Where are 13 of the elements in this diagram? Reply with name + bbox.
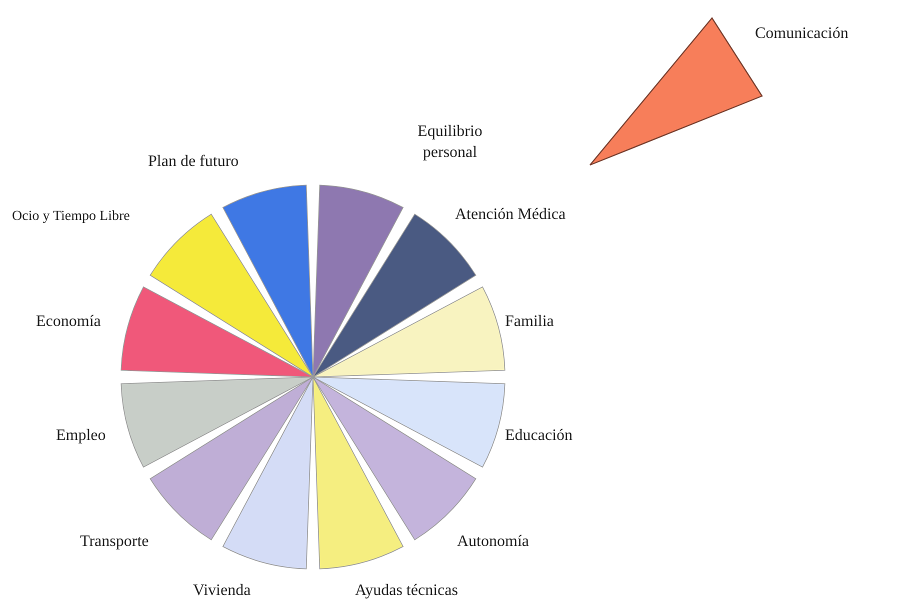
- slice-label: Familia: [505, 312, 554, 332]
- slice-label: Transporte: [80, 532, 149, 552]
- slice-label: Ayudas técnicas: [355, 581, 458, 601]
- slice-label: Vivienda: [193, 581, 251, 601]
- slice-label: Comunicación: [755, 24, 848, 44]
- slice-label: Ocio y Tiempo Libre: [12, 208, 130, 226]
- slice-label: Atención Médica: [455, 205, 566, 225]
- slice-label: Empleo: [56, 426, 106, 446]
- slice-label: Autonomía: [457, 532, 529, 552]
- slice-label: Educación: [505, 426, 573, 446]
- slice-label: Economía: [36, 312, 101, 332]
- slice-label: Equilibrio personal: [416, 122, 484, 163]
- slice-label: Plan de futuro: [148, 152, 239, 172]
